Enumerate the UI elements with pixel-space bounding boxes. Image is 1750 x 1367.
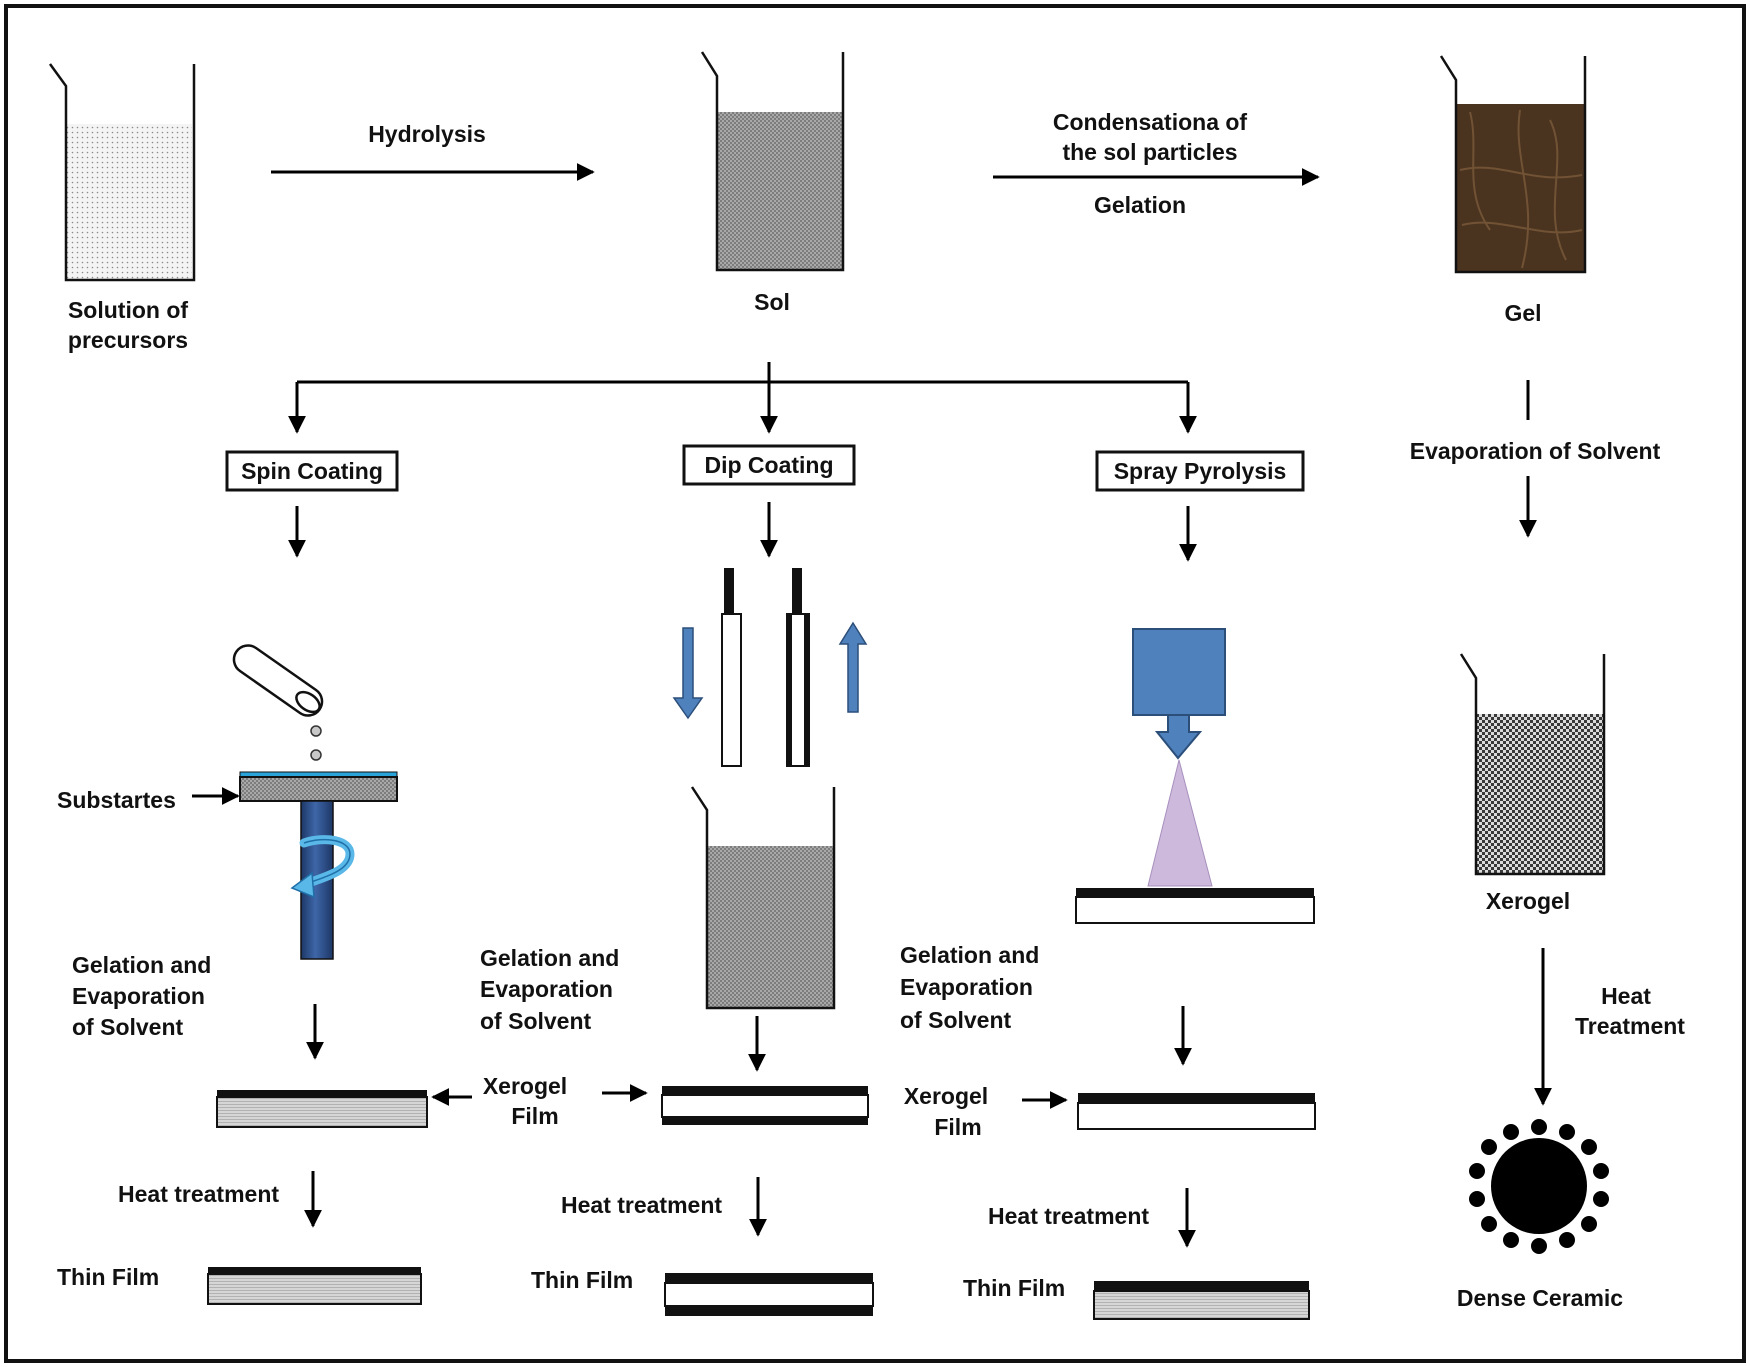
dip-substrate-up (786, 568, 810, 767)
dip-xerogel-line1: Xerogel (483, 1073, 567, 1099)
dense-ceramic-label: Dense Ceramic (1457, 1285, 1623, 1311)
spin-droplet (310, 725, 322, 737)
beaker-solution (48, 63, 196, 282)
spray-gelation-line1: Gelation and (900, 942, 1039, 968)
gel-label: Gel (1504, 300, 1541, 326)
dip-heat-label: Heat treatment (561, 1192, 722, 1218)
sol-label: Sol (754, 289, 790, 315)
sol-branch-connector (288, 362, 1197, 434)
beaker-gel (1439, 55, 1587, 274)
beaker-xerogel (1459, 653, 1606, 876)
heat-label-line2: Treatment (1575, 1013, 1685, 1039)
dip-coating-label: Dip Coating (704, 452, 833, 478)
dip-gelation-line1: Gelation and (480, 945, 619, 971)
dip-thin-film-label: Thin Film (531, 1267, 633, 1293)
spin-coating-box (225, 450, 399, 492)
dip-coating-box (682, 444, 856, 486)
dip-substrate-down (721, 568, 742, 767)
spin-gelation-line1: Gelation and (72, 952, 211, 978)
spray-xerogel-film (1077, 1093, 1316, 1130)
spray-thin-film (1093, 1281, 1310, 1320)
outer-frame (4, 4, 1746, 1363)
dip-xerogel-line2: Film (511, 1103, 558, 1129)
spray-xerogel-line1: Xerogel (904, 1083, 988, 1109)
xerogel-label: Xerogel (1486, 888, 1570, 914)
spin-gelation-line2: Evaporation (72, 983, 205, 1009)
spray-heat-label: Heat treatment (988, 1203, 1149, 1229)
spray-gelation-line2: Evaporation (900, 974, 1033, 1000)
spin-droplet (310, 749, 322, 761)
dense-ceramic-particle (1469, 1119, 1609, 1254)
spin-xerogel-film (216, 1090, 428, 1128)
spray-nozzle (1132, 628, 1226, 760)
substrates-label: Substartes (57, 787, 176, 813)
heat-label-line1: Heat (1601, 983, 1651, 1009)
spray-xerogel-line2: Film (934, 1114, 981, 1140)
condensation-label-line1: Condensationa of (1053, 109, 1248, 135)
solution-label-line2: precursors (68, 327, 188, 353)
dip-gelation-line3: of Solvent (480, 1008, 592, 1034)
spray-substrate (1075, 888, 1315, 924)
spin-thin-film (207, 1267, 422, 1305)
gelation-label: Gelation (1094, 192, 1186, 218)
spin-thin-film-label: Thin Film (57, 1264, 159, 1290)
dip-thin-film (664, 1273, 874, 1316)
dip-down-blue-arrow (672, 627, 704, 720)
spray-pyrolysis-label: Spray Pyrolysis (1114, 458, 1287, 484)
condensation-label-line2: the sol particles (1062, 139, 1237, 165)
spin-pipette (232, 644, 324, 717)
spin-gelation-line3: of Solvent (72, 1014, 184, 1040)
spin-coating-label: Spin Coating (241, 458, 383, 484)
spray-thin-film-label: Thin Film (963, 1275, 1065, 1301)
solution-label-line1: Solution of (68, 297, 188, 323)
dip-xerogel-film (661, 1086, 869, 1125)
hydrolysis-label: Hydrolysis (368, 121, 486, 147)
dip-gelation-line2: Evaporation (480, 976, 613, 1002)
spray-cone (1147, 759, 1213, 887)
dip-up-blue-arrow (838, 621, 868, 713)
evaporation-solvent-label: Evaporation of Solvent (1410, 438, 1661, 464)
spray-pyrolysis-box (1095, 450, 1305, 492)
spin-heat-label: Heat treatment (118, 1181, 279, 1207)
beaker-sol (700, 51, 845, 272)
dip-beaker (690, 786, 836, 1010)
spin-substrate (239, 776, 398, 802)
spray-gelation-line3: of Solvent (900, 1007, 1012, 1033)
rotation-icon (290, 835, 355, 899)
